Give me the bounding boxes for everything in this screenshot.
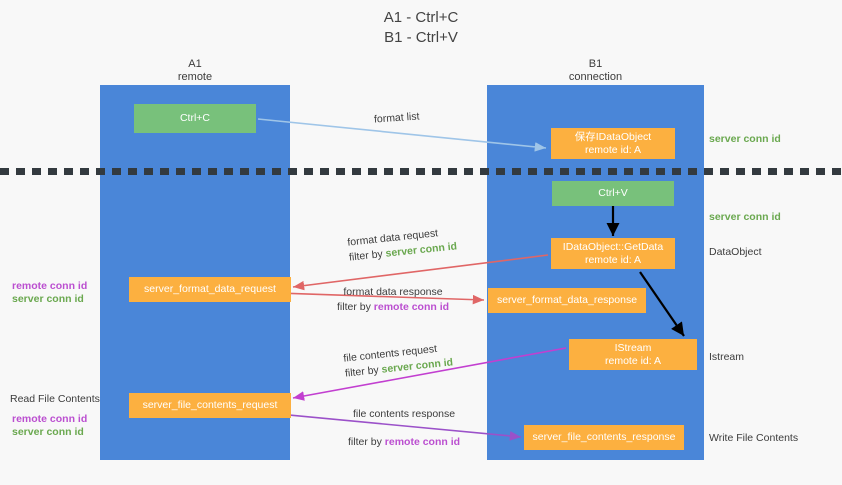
flow-label-format-list-text: format list	[373, 110, 420, 126]
filter-prefix: filter by	[344, 363, 383, 380]
flow-label-file-contents-response: file contents response filter by remote …	[348, 407, 460, 450]
lane-header-a1: A1 remote	[177, 58, 213, 83]
caption-server-conn-id-paste: server conn id	[709, 211, 781, 223]
flow-label-format-list: format list	[374, 109, 420, 127]
caption-file-remote-conn-id: remote conn id	[12, 413, 88, 425]
caption-server-conn-id-top: server conn id	[709, 133, 781, 145]
caption-format-remote-conn-id: remote conn id	[12, 280, 88, 292]
box-ctrl-c[interactable]: Ctrl+C	[134, 104, 256, 133]
filter-prefix: filter by	[337, 301, 374, 313]
flow-label-format-data-response-text: format data response	[343, 286, 443, 298]
caption-istream: Istream	[709, 351, 745, 363]
caption-read-file-contents: Read File Contents	[10, 393, 100, 405]
flow-label-format-data-response-filter: filter by remote conn id	[337, 300, 449, 315]
box-istream[interactable]: IStream remote id: A	[569, 339, 697, 370]
lane-header-b1: B1 connection	[568, 58, 623, 83]
flow-label-format-data-response: format data response filter by remote co…	[337, 285, 449, 315]
flow-label-file-contents-response-filter: filter by remote conn id	[348, 435, 460, 450]
filter-prefix: filter by	[348, 436, 385, 448]
box-ctrl-v[interactable]: Ctrl+V	[552, 181, 674, 206]
flow-label-file-contents-request: file contents request filter by server c…	[343, 340, 454, 381]
flow-label-file-contents-response-text: file contents response	[352, 408, 456, 420]
box-server-file-contents-response[interactable]: server_file_contents_response	[524, 425, 684, 450]
filter-value-remote-conn-id: remote conn id	[384, 436, 461, 448]
filter-value-remote-conn-id: remote conn id	[373, 301, 450, 313]
box-server-file-contents-request[interactable]: server_file_contents_request	[129, 393, 291, 418]
flow-label-format-data-request: format data request filter by server con…	[347, 224, 458, 265]
page-title: A1 - Ctrl+C B1 - Ctrl+V	[383, 9, 459, 46]
caption-format-server-conn-id: server conn id	[12, 293, 84, 305]
box-server-format-data-request[interactable]: server_format_data_request	[129, 277, 291, 302]
phase-divider-dashed-line	[0, 168, 842, 175]
box-server-format-data-response[interactable]: server_format_data_response	[488, 288, 646, 313]
box-save-idataobject[interactable]: 保存IDataObject remote id: A	[551, 128, 675, 159]
caption-file-server-conn-id: server conn id	[12, 426, 84, 438]
caption-write-file-contents: Write File Contents	[709, 432, 799, 444]
filter-prefix: filter by	[348, 247, 387, 264]
box-idataobject-getdata[interactable]: IDataObject::GetData remote id: A	[551, 238, 675, 269]
caption-dataobject: DataObject	[709, 246, 762, 258]
